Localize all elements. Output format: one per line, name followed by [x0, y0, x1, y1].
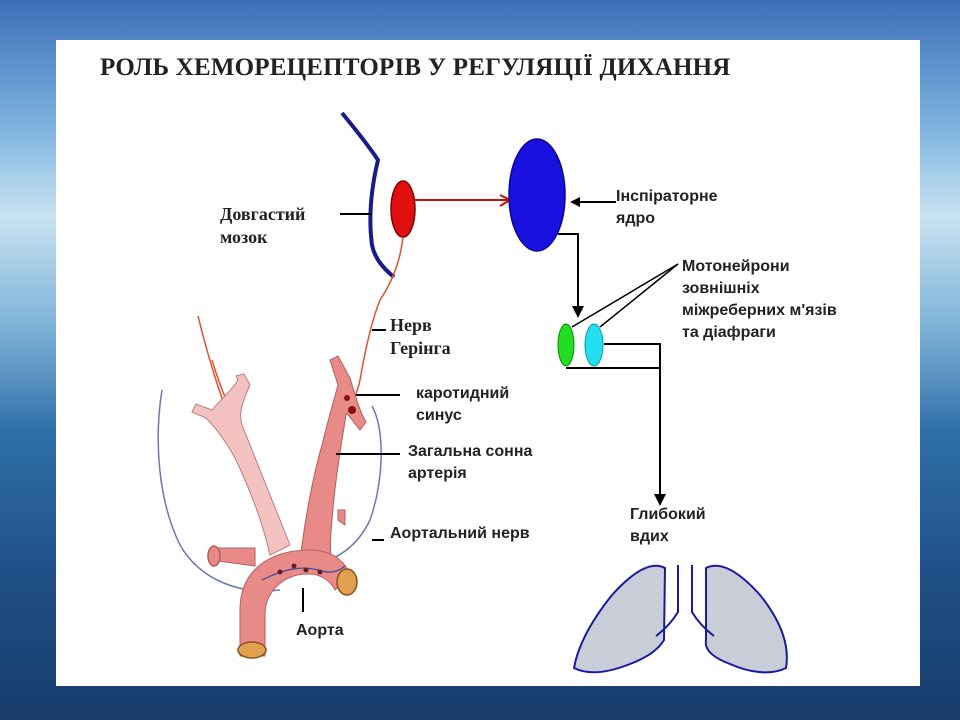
trachea [655, 565, 715, 637]
label-aorta: Аорта [296, 622, 344, 639]
slide-panel [56, 40, 920, 686]
motoneuron-diaphragm [584, 323, 604, 367]
left-artery-branch [191, 373, 291, 556]
aortic-nerve-outline-right [314, 405, 382, 566]
right-lung [704, 564, 788, 674]
aortic-arch-bottom-end [237, 641, 267, 659]
medulla-outline [340, 111, 396, 279]
aortic-receptor-2 [291, 563, 297, 569]
carotid-branch [337, 509, 346, 526]
inspiratory-nucleus [508, 138, 566, 252]
label-motoneurons: Мотонейрони зовнішніх міжреберних м'язів… [682, 258, 837, 341]
left-lung [572, 564, 667, 674]
carotid-sinus-dot-2 [344, 395, 350, 401]
aortic-receptor-4 [317, 569, 323, 575]
chemoreceptor-center [390, 180, 416, 238]
aortic-arch-right-end [336, 568, 358, 596]
hering-nerve-path [351, 236, 404, 403]
left-subclavian-end [207, 545, 221, 567]
motoneuron-pointer-2 [599, 263, 679, 328]
motoneuron-intercostal [557, 323, 575, 367]
lungs-arrowhead [654, 494, 666, 506]
label-hering-nerve: Нерв Герінга [390, 315, 451, 358]
page-title: РОЛЬ ХЕМОРЕЦЕПТОРІВ У РЕГУЛЯЦІЇ ДИХАННЯ [100, 54, 731, 81]
label-aortic-nerve: Аортальний нерв [390, 525, 530, 542]
label-deep-breath: Глибокий вдих [630, 506, 706, 545]
aortic-nerve-outline-left [157, 389, 281, 592]
nucleus-pointer-arrow [570, 197, 580, 207]
motoneuron-output-1 [604, 343, 661, 500]
motoneuron-pointer-1 [571, 263, 679, 328]
motoneuron-arrowhead [572, 306, 584, 318]
label-carotid-sinus: каротидний синус [416, 385, 510, 424]
label-medulla: Довгастий мозок [220, 204, 306, 247]
aortic-receptor-3 [303, 567, 309, 573]
carotid-sinus-dot [348, 406, 356, 414]
nucleus-to-motoneuron-path [558, 233, 579, 310]
aortic-receptor-1 [277, 569, 283, 575]
label-inspiratory-nucleus: Інспіраторне ядро [616, 188, 718, 227]
label-common-carotid: Загальна сонна артерія [408, 443, 533, 482]
